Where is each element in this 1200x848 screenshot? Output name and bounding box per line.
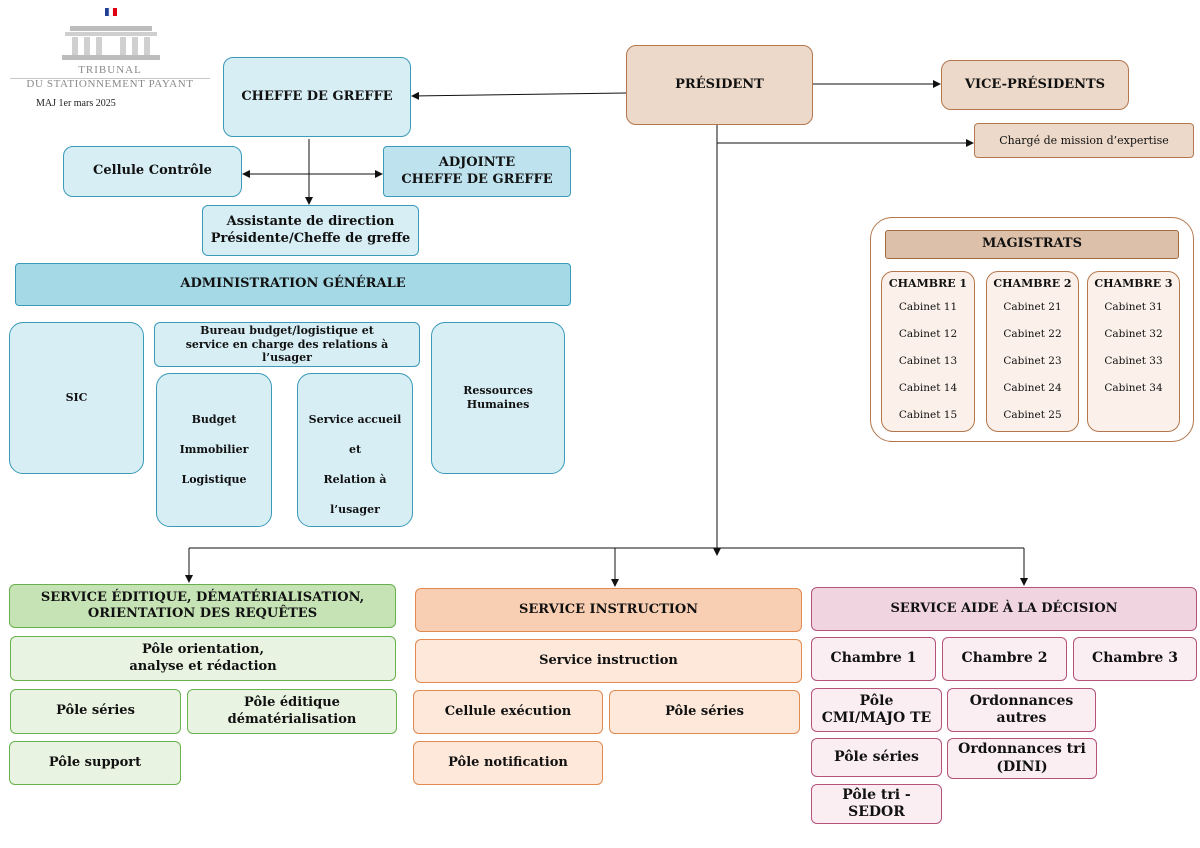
pole-cmi-box[interactable]: Pôle CMI/MAJO TE: [811, 688, 942, 732]
bureau-budget-box[interactable]: Bureau budget/logistique et service en c…: [154, 322, 420, 367]
accueil-label-2: et: [348, 443, 362, 456]
pole-cmi-label: Pôle CMI/MAJO TE: [821, 692, 932, 727]
president-box[interactable]: PRÉSIDENT: [626, 45, 813, 125]
service-aide-header[interactable]: SERVICE AIDE À LA DÉCISION: [811, 587, 1197, 631]
cabinet-item: Cabinet 33: [1104, 355, 1163, 367]
ordonnances-tri-label: Ordonnances tri (DINI): [958, 741, 1086, 775]
aide-chambre-2-box[interactable]: Chambre 2: [942, 637, 1067, 681]
pole-series-aide-label: Pôle séries: [834, 748, 919, 765]
logo-divider: [10, 78, 210, 79]
pole-editique-label: Pôle éditique dématérialisation: [227, 695, 357, 727]
service-instruction-sub-label: Service instruction: [539, 652, 678, 668]
service-accueil-box[interactable]: Service accueil et Relation à l’usager: [297, 373, 413, 527]
assistante-box[interactable]: Assistante de direction Présidente/Cheff…: [202, 205, 419, 256]
chambre-1-column[interactable]: CHAMBRE 1 Cabinet 11 Cabinet 12 Cabinet …: [881, 271, 975, 432]
cabinet-item: Cabinet 23: [1003, 355, 1062, 367]
assistante-label: Assistante de direction Présidente/Cheff…: [210, 214, 411, 246]
cheffe-greffe-box[interactable]: CHEFFE DE GREFFE: [223, 57, 411, 137]
chambre-2-column[interactable]: CHAMBRE 2 Cabinet 21 Cabinet 22 Cabinet …: [986, 271, 1079, 432]
pole-notification-label: Pôle notification: [448, 754, 568, 770]
pole-series-instruction-box[interactable]: Pôle séries: [609, 690, 800, 734]
cellule-controle-label: Cellule Contrôle: [93, 163, 212, 179]
aide-chambre-2-label: Chambre 2: [961, 650, 1048, 667]
cabinet-item: Cabinet 13: [898, 355, 958, 367]
cabinet-item: Cabinet 32: [1104, 328, 1163, 340]
ressources-humaines-label: Ressources Humaines: [463, 384, 533, 411]
admin-generale-header[interactable]: ADMINISTRATION GÉNÉRALE: [15, 263, 571, 306]
pole-tri-sedor-label: Pôle tri - SEDOR: [842, 786, 911, 821]
pole-tri-sedor-box[interactable]: Pôle tri - SEDOR: [811, 784, 942, 824]
ressources-humaines-box[interactable]: Ressources Humaines: [431, 322, 565, 474]
cabinet-item: Cabinet 31: [1104, 301, 1163, 313]
cellule-execution-box[interactable]: Cellule exécution: [413, 690, 603, 734]
cabinet-item: Cabinet 34: [1104, 382, 1163, 394]
logistique-label: Logistique: [181, 473, 247, 486]
cabinet-item: Cabinet 21: [1003, 301, 1062, 313]
president-label: PRÉSIDENT: [675, 76, 764, 92]
tribunal-logo: TRIBUNAL DU STATIONNEMENT PAYANT MAJ 1er…: [10, 4, 210, 114]
aide-chambre-1-label: Chambre 1: [830, 650, 917, 667]
cellule-execution-label: Cellule exécution: [444, 703, 572, 719]
cabinet-item: Cabinet 25: [1003, 409, 1062, 421]
charge-mission-label: Chargé de mission d’expertise: [999, 133, 1169, 147]
adjointe-box[interactable]: ADJOINTE CHEFFE DE GREFFE: [383, 146, 571, 197]
magistrats-label: MAGISTRATS: [982, 236, 1082, 252]
sic-label: SIC: [65, 391, 88, 405]
pole-series-instruction-label: Pôle séries: [665, 703, 744, 719]
cabinet-item: Cabinet 24: [1003, 382, 1062, 394]
service-aide-label: SERVICE AIDE À LA DÉCISION: [890, 600, 1118, 616]
pole-series-aide-box[interactable]: Pôle séries: [811, 738, 942, 777]
aide-chambre-3-label: Chambre 3: [1092, 650, 1178, 667]
service-instruction-header[interactable]: SERVICE INSTRUCTION: [415, 588, 802, 632]
pole-series-editique-box[interactable]: Pôle séries: [10, 689, 181, 734]
pole-notification-box[interactable]: Pôle notification: [413, 741, 603, 785]
update-date: MAJ 1er mars 2025: [36, 98, 116, 109]
immobilier-label: Immobilier: [179, 443, 249, 456]
budget-immobilier-box[interactable]: Budget Immobilier Logistique: [156, 373, 272, 527]
ordonnances-tri-box[interactable]: Ordonnances tri (DINI): [947, 738, 1097, 779]
aide-chambre-3-box[interactable]: Chambre 3: [1073, 637, 1197, 681]
pole-series-editique-label: Pôle séries: [56, 703, 135, 719]
vice-presidents-label: VICE-PRÉSIDENTS: [964, 76, 1106, 92]
cabinet-item: Cabinet 12: [898, 328, 958, 340]
adjointe-label: ADJOINTE CHEFFE DE GREFFE: [401, 155, 553, 187]
pole-orientation-label: Pôle orientation, analyse et rédaction: [129, 642, 277, 674]
cabinet-item: Cabinet 11: [898, 301, 958, 313]
chambre-1-title: CHAMBRE 1: [888, 277, 968, 290]
sic-box[interactable]: SIC: [9, 322, 144, 474]
logo-line1: TRIBUNAL: [78, 64, 142, 76]
admin-generale-label: ADMINISTRATION GÉNÉRALE: [180, 276, 406, 292]
cabinet-item: Cabinet 22: [1003, 328, 1062, 340]
bureau-budget-label: Bureau budget/logistique et service en c…: [185, 323, 389, 365]
pole-orientation-box[interactable]: Pôle orientation, analyse et rédaction: [10, 636, 396, 681]
charge-mission-box[interactable]: Chargé de mission d’expertise: [974, 123, 1194, 158]
vice-presidents-box[interactable]: VICE-PRÉSIDENTS: [941, 60, 1129, 110]
chambre-3-column[interactable]: CHAMBRE 3 Cabinet 31 Cabinet 32 Cabinet …: [1087, 271, 1180, 432]
ordonnances-autres-label: Ordonnances autres: [969, 692, 1074, 727]
accueil-label-3: Relation à l’usager: [323, 473, 387, 516]
pole-support-label: Pôle support: [48, 754, 142, 770]
cellule-controle-box[interactable]: Cellule Contrôle: [63, 146, 242, 197]
service-editique-label: SERVICE ÉDITIQUE, DÉMATÉRIALISATION, ORI…: [40, 589, 365, 621]
chambre-3-title: CHAMBRE 3: [1094, 277, 1173, 290]
magistrats-header[interactable]: MAGISTRATS: [885, 230, 1179, 259]
service-instruction-label: SERVICE INSTRUCTION: [518, 601, 699, 617]
pole-support-box[interactable]: Pôle support: [9, 741, 181, 785]
budget-label: Budget: [191, 413, 237, 426]
service-instruction-box[interactable]: Service instruction: [415, 639, 802, 683]
aide-chambre-1-box[interactable]: Chambre 1: [811, 637, 936, 681]
president-to-greffe-arrow: [411, 91, 627, 100]
cabinet-item: Cabinet 14: [898, 382, 958, 394]
pole-editique-box[interactable]: Pôle éditique dématérialisation: [187, 689, 397, 734]
chambre-2-title: CHAMBRE 2: [993, 277, 1072, 290]
logo-line2: DU STATIONNEMENT PAYANT: [26, 78, 194, 90]
cheffe-greffe-label: CHEFFE DE GREFFE: [241, 88, 393, 104]
marianne-building-icon: [62, 7, 160, 60]
accueil-label-1: Service accueil: [308, 413, 402, 426]
ordonnances-autres-box[interactable]: Ordonnances autres: [947, 688, 1096, 732]
cabinet-item: Cabinet 15: [898, 409, 958, 421]
service-editique-header[interactable]: SERVICE ÉDITIQUE, DÉMATÉRIALISATION, ORI…: [9, 584, 396, 628]
